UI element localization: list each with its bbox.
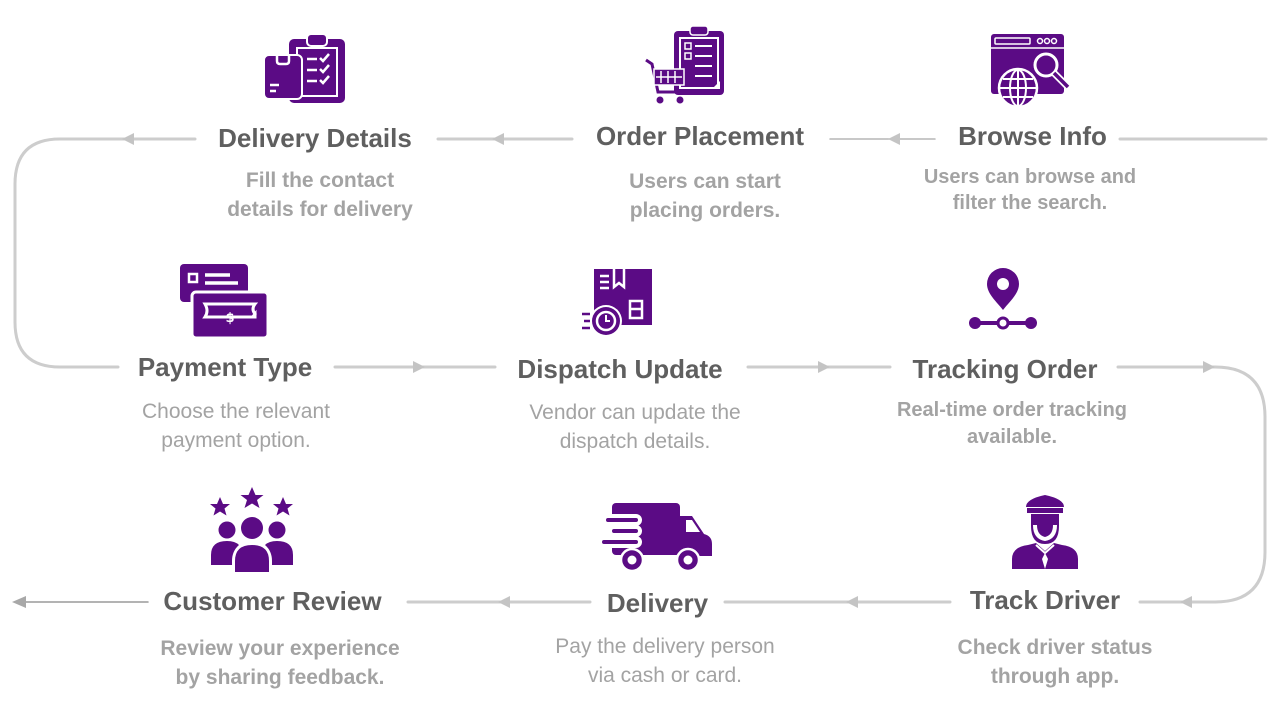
driver-icon: [1010, 493, 1080, 569]
location-pin-route-icon: [969, 266, 1037, 332]
package-clock-icon: [582, 268, 654, 338]
step-title: Order Placement: [585, 120, 815, 152]
step-delivery-details: Delivery Details: [190, 122, 440, 154]
step-payment-type: Payment Type: [110, 351, 340, 383]
step-customer-review: Customer Review: [145, 585, 400, 617]
step-description: by sharing feedback.: [175, 666, 385, 689]
arrow-left-icon: [498, 596, 510, 608]
step-description: filter the search.: [952, 192, 1108, 214]
card-cash-icon: $: [180, 264, 268, 340]
step-title: Tracking Order: [902, 353, 1108, 385]
arrow-left-icon: [888, 133, 900, 145]
step-description: Vendor can update the: [529, 401, 741, 424]
arrow-right-icon: [413, 361, 425, 373]
step-description: Choose the relevant: [142, 400, 330, 423]
step-description: Check driver status: [957, 636, 1153, 659]
step-title: Payment Type: [127, 351, 323, 383]
step-tracking-order: Tracking Order: [890, 353, 1120, 385]
step-description: Users can start: [629, 170, 781, 193]
step-payment-type-desc: Choose the relevant payment option.: [96, 397, 376, 455]
step-description: Fill the contact: [245, 169, 395, 192]
svg-text:$: $: [225, 311, 234, 326]
step-title: Track Driver: [959, 584, 1131, 616]
connector-loop-left: [13, 137, 197, 369]
arrow-left-icon: [492, 133, 504, 145]
step-title: Customer Review: [153, 585, 392, 617]
step-order-placement-desc: Users can start placing orders.: [565, 167, 845, 225]
step-dispatch-update-desc: Vendor can update the dispatch details.: [485, 398, 785, 456]
step-track-driver-desc: Check driver status through app.: [915, 633, 1195, 691]
arrow-left-icon: [122, 133, 134, 145]
step-description: dispatch details.: [559, 430, 711, 453]
arrow-left-icon: [1180, 596, 1192, 608]
box-checklist-icon: [263, 33, 347, 105]
step-browse-info: Browse Info: [935, 120, 1130, 152]
arrow-right-icon: [818, 361, 830, 373]
step-browse-info-desc: Users can browse and filter the search.: [890, 164, 1170, 216]
step-description: via cash or card.: [587, 664, 743, 687]
browser-globe-search-icon: [990, 33, 1076, 107]
step-description: through app.: [990, 665, 1120, 688]
arrow-left-icon: [846, 596, 858, 608]
arrow-right-icon: [1203, 361, 1215, 373]
step-dispatch-update: Dispatch Update: [490, 353, 750, 385]
step-description: Real-time order tracking: [896, 399, 1128, 421]
step-title: Dispatch Update: [507, 353, 733, 385]
step-title: Delivery: [596, 587, 719, 619]
group-stars-icon: [208, 485, 296, 575]
step-description: Review your experience: [160, 637, 400, 660]
step-description: Pay the delivery person: [555, 635, 775, 658]
step-order-placement: Order Placement: [570, 120, 830, 152]
step-description: payment option.: [161, 429, 311, 452]
step-track-driver: Track Driver: [950, 584, 1140, 616]
step-description: Users can browse and: [923, 166, 1137, 188]
step-customer-review-desc: Review your experience by sharing feedba…: [135, 634, 425, 692]
delivery-truck-icon: [600, 502, 716, 574]
cart-clipboard-icon: [642, 25, 728, 107]
step-tracking-order-desc: Real-time order tracking available.: [862, 397, 1162, 451]
step-description: placing orders.: [629, 199, 781, 222]
step-description: available.: [966, 426, 1058, 448]
connector-loop-right: [1116, 365, 1267, 604]
step-delivery: Delivery: [585, 587, 730, 619]
step-title: Browse Info: [950, 120, 1115, 152]
step-description: details for delivery: [227, 198, 413, 221]
arrow-left-icon: [12, 596, 26, 608]
step-delivery-desc: Pay the delivery person via cash or card…: [515, 632, 815, 690]
step-delivery-details-desc: Fill the contact details for delivery: [180, 166, 460, 224]
step-title: Delivery Details: [208, 122, 422, 154]
